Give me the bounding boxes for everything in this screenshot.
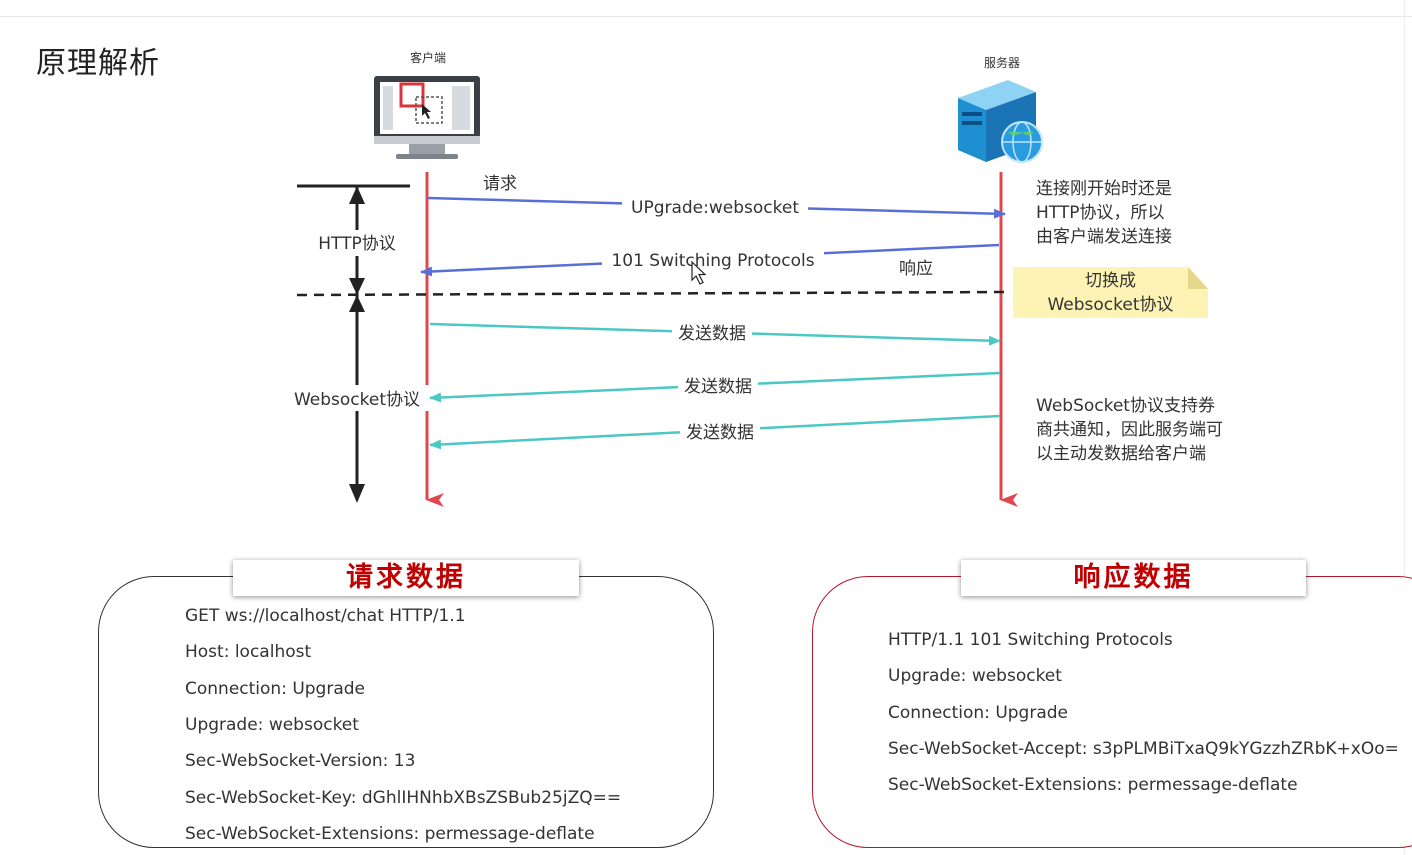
mouse-cursor-icon: [691, 260, 707, 285]
right-divider: [1404, 0, 1405, 855]
response-line: HTTP/1.1 101 Switching Protocols: [888, 630, 1173, 650]
switch-sticky-note: [1013, 267, 1208, 318]
switching-label: 101 Switching Protocols: [611, 251, 814, 271]
response-data-panel: [812, 576, 1412, 848]
server-label: 服务器: [984, 55, 1020, 70]
client-label: 客户端: [410, 50, 446, 65]
response-panel-title: 响应数据: [961, 560, 1306, 596]
protocol-switch-line: [296, 290, 1006, 297]
send-data-label-1: 发送数据: [678, 324, 746, 344]
request-label: 请求: [483, 174, 517, 194]
response-line: Sec-WebSocket-Accept: s3pPLMBiTxaQ9kYGzz…: [888, 739, 1399, 759]
request-line: Sec-WebSocket-Version: 13: [185, 751, 416, 771]
response-line: Sec-WebSocket-Extensions: permessage-def…: [888, 775, 1298, 795]
send-data-label-2: 发送数据: [684, 377, 752, 397]
websocket-protocol-label: Websocket协议: [294, 390, 420, 410]
request-line: Sec-WebSocket-Key: dGhlIHNhbXBsZSBub25jZ…: [185, 788, 622, 808]
sequence-diagram: 客户端 服务器 HTTP协议 Websocket协议 请求 UPgrade:we…: [293, 50, 1043, 507]
upgrade-label: UPgrade:websocket: [631, 198, 799, 218]
request-line: Host: localhost: [185, 642, 312, 662]
request-panel-title: 请求数据: [233, 560, 579, 596]
request-line: Upgrade: websocket: [185, 715, 359, 735]
http-note: 连接刚开始时还是 HTTP协议，所以 由客户端发送连接: [1036, 179, 1172, 247]
client-computer-icon: [374, 76, 480, 159]
request-line: Sec-WebSocket-Extensions: permessage-def…: [185, 824, 595, 844]
request-line: Connection: Upgrade: [185, 679, 366, 699]
top-divider: [0, 16, 1412, 17]
request-line: GET ws://localhost/chat HTTP/1.1: [185, 606, 466, 626]
websocket-note: WebSocket协议支持券 商共通知，因此服务端可 以主动发数据给客户端: [1036, 396, 1223, 464]
page-title: 原理解析: [36, 46, 160, 81]
http-protocol-label: HTTP协议: [318, 234, 396, 254]
send-data-label-3: 发送数据: [686, 423, 754, 443]
request-data-panel: [98, 576, 714, 848]
response-line: Connection: Upgrade: [888, 703, 1069, 723]
response-line: Upgrade: websocket: [888, 666, 1062, 686]
response-label: 响应: [899, 259, 933, 279]
server-icon: [958, 80, 1043, 163]
switch-note-text: 切换成 Websocket协议: [1047, 271, 1174, 315]
